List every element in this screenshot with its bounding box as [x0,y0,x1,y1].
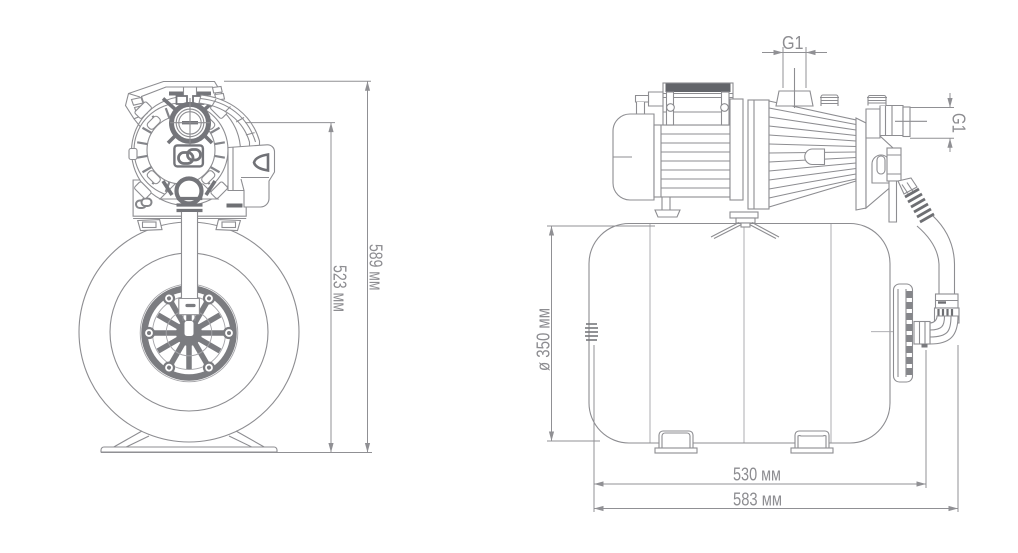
svg-text:G1: G1 [782,32,804,53]
svg-text:523 мм: 523 мм [330,265,351,312]
svg-text:ø 350 мм: ø 350 мм [533,308,554,371]
svg-text:589 мм: 589 мм [366,244,387,291]
svg-text:530 мм: 530 мм [733,464,781,485]
svg-text:583 мм: 583 мм [733,489,782,510]
svg-text:G1: G1 [949,113,970,133]
